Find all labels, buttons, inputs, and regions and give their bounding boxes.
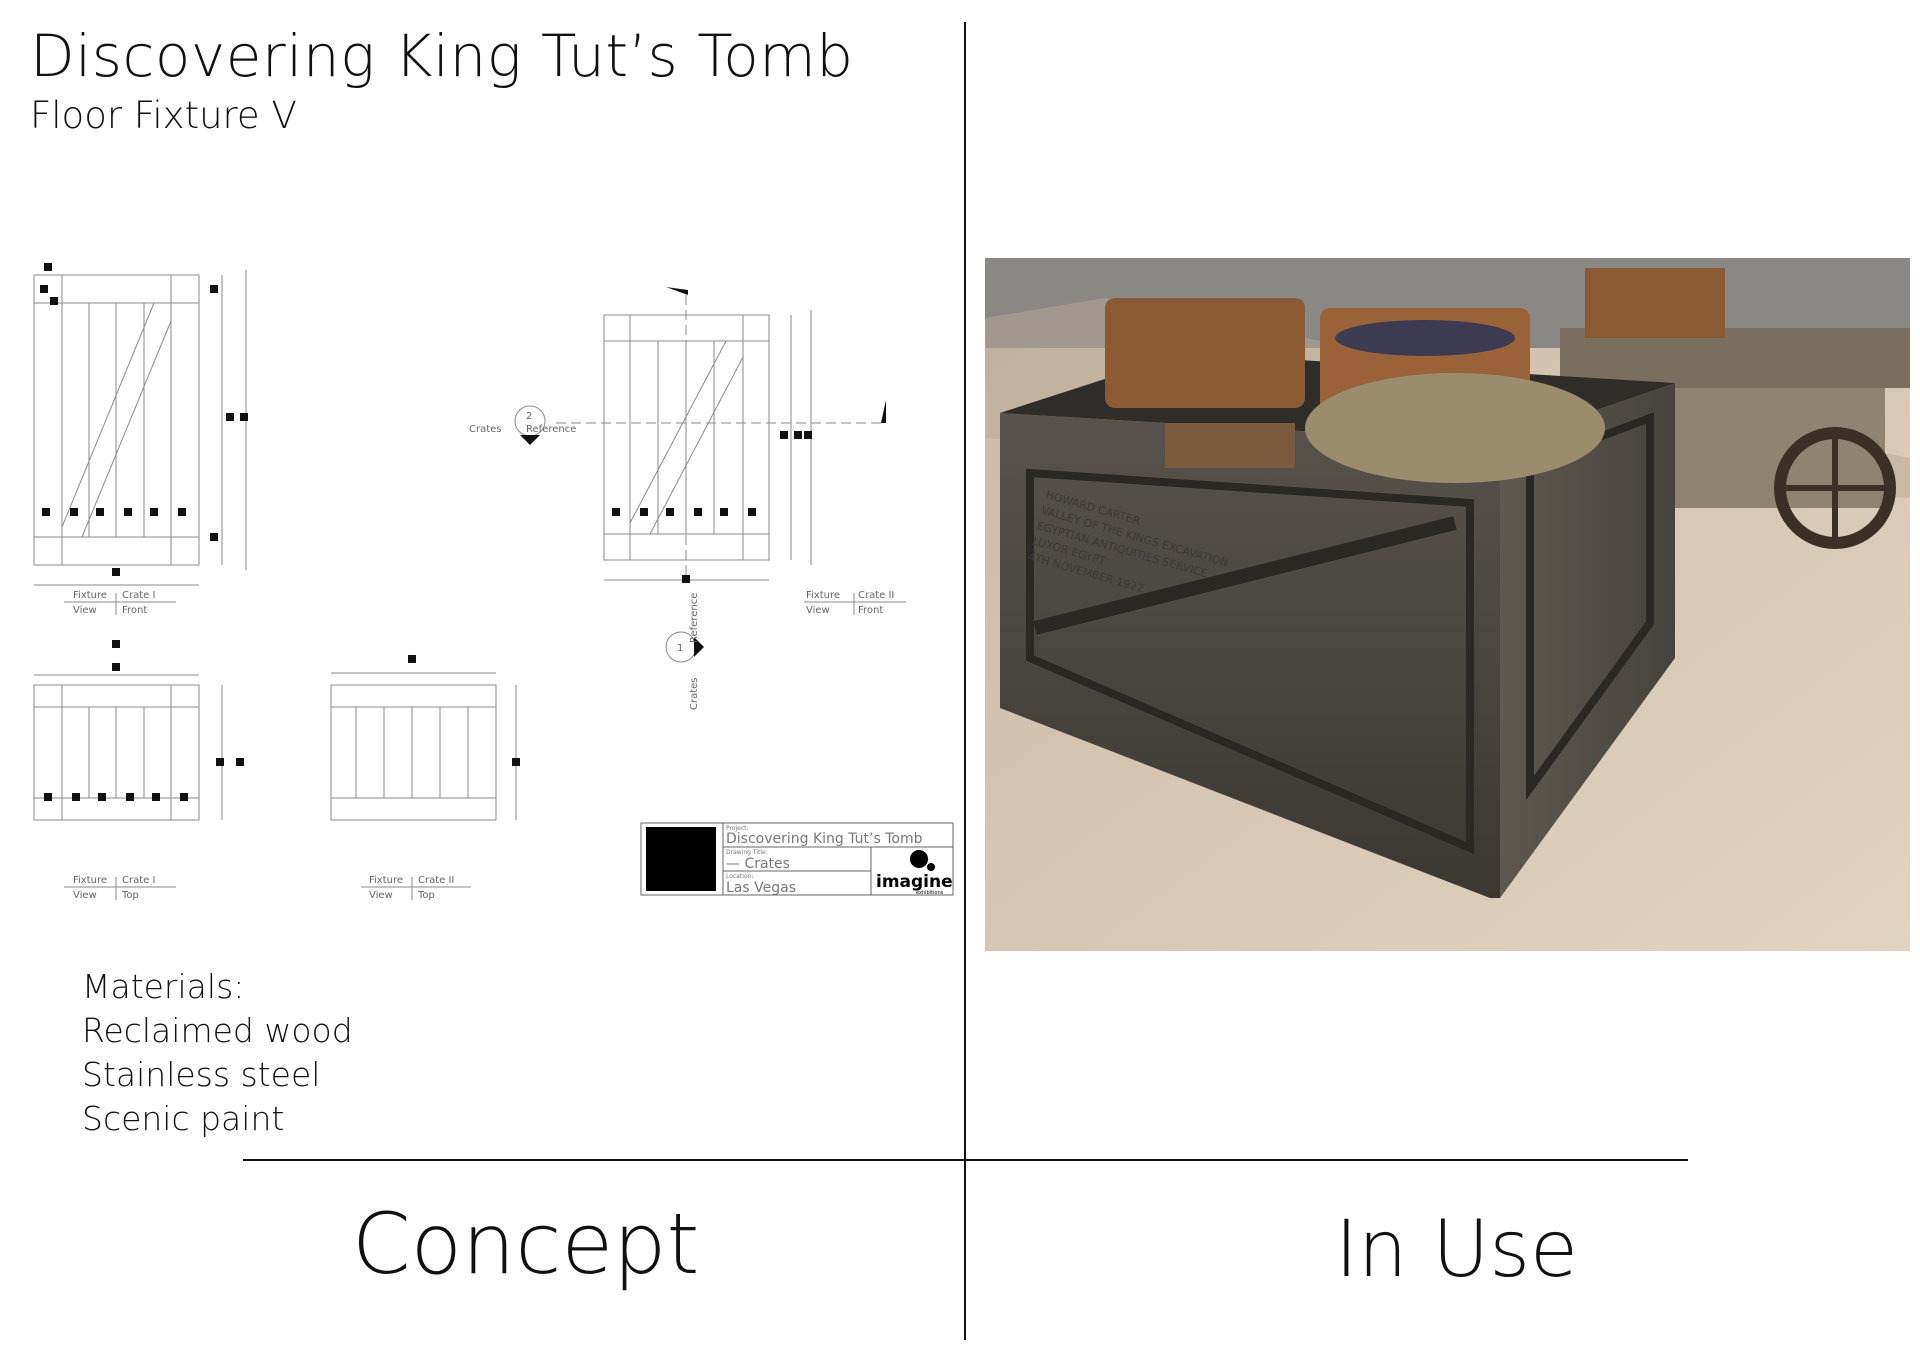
view-label-view: View: [369, 890, 393, 901]
view-label-crate: Crate I: [122, 590, 155, 601]
section-number: 2: [526, 411, 532, 422]
view-label-crate: Crate II: [858, 590, 894, 601]
baskets: [1105, 298, 1605, 483]
materials-list: Materials: Reclaimed wood Stainless stee…: [82, 965, 353, 1141]
company-logo: imagine: [876, 872, 953, 892]
concept-label: Concept: [352, 1195, 700, 1293]
in-use-photo: HOWARD CARTER VALLEY OF THE KINGS EXCAVA…: [985, 258, 1910, 951]
view-label-fixture: Fixture: [806, 590, 840, 601]
title-block: Project: Discovering King Tut’s Tomb Dra…: [640, 822, 954, 896]
view-label-fixture: Fixture: [73, 590, 107, 601]
title-block-drawing-caption: Drawing Title:: [726, 849, 768, 856]
page-title: Discovering King Tut’s Tomb: [30, 22, 854, 90]
title-block-drawing-title: — Crates: [726, 856, 790, 872]
materials-heading: Materials:: [82, 967, 245, 1006]
in-use-label: In Use: [1335, 1205, 1578, 1295]
view-label-fixture: Fixture: [369, 875, 403, 886]
logo-dot-icon: [927, 863, 935, 871]
title-block-project-caption: Project:: [726, 825, 749, 832]
view-label-type: Top: [417, 890, 435, 901]
view-label-view: View: [73, 890, 97, 901]
horizontal-divider: [243, 1159, 1688, 1161]
material-item: Scenic paint: [82, 1099, 285, 1138]
material-item: Stainless steel: [82, 1055, 321, 1094]
view-label-view: View: [806, 605, 830, 616]
company-logo-sub: exhibitions: [916, 890, 944, 896]
title-block-project: Discovering King Tut’s Tomb: [726, 831, 923, 847]
section-label-crates: Crates: [689, 677, 700, 710]
page-subtitle: Floor Fixture V: [30, 94, 297, 137]
logo-dot-icon: [910, 850, 928, 868]
vertical-divider: [964, 22, 966, 1340]
section-label-reference: Reference: [689, 593, 700, 643]
view-label-crate: Crate I: [122, 875, 155, 886]
view-label-fixture: Fixture: [73, 875, 107, 886]
title-block-location-caption: Location:: [726, 873, 753, 880]
technical-drawing: Fixture Crate I View Front Fixture Crate…: [33, 263, 954, 901]
crate-2-front-view: [556, 295, 886, 581]
crate-1-top-view: [33, 674, 223, 821]
section-label-reference: Reference: [526, 424, 576, 435]
view-label-type: Front: [858, 605, 883, 616]
view-label-crate: Crate II: [418, 875, 454, 886]
material-item: Reclaimed wood: [82, 1011, 353, 1050]
view-label-type: Top: [121, 890, 139, 901]
section-label-crates: Crates: [469, 424, 502, 435]
title-block-location: Las Vegas: [726, 880, 796, 896]
section-number: 1: [677, 643, 683, 654]
view-label-view: View: [73, 605, 97, 616]
crate-2-top-view: [330, 672, 517, 821]
view-label-type: Front: [122, 605, 147, 616]
crate-1-front-view: [33, 270, 247, 586]
